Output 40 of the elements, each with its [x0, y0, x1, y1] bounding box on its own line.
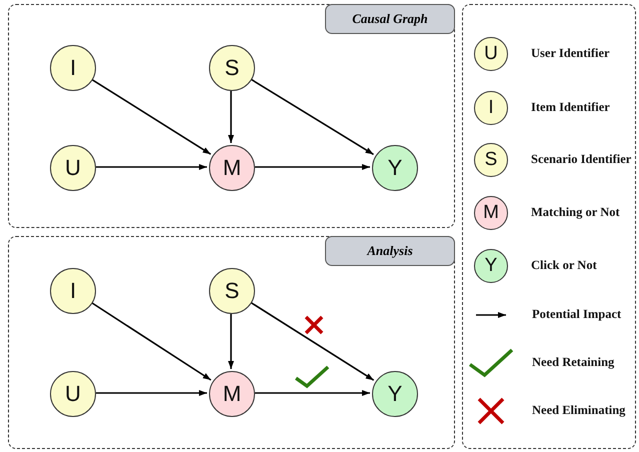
- variable-circle: M: [209, 371, 255, 417]
- variable-circle: Y: [372, 371, 418, 417]
- circle-caption: Matching or Not: [531, 205, 620, 220]
- arrow: [92, 302, 212, 381]
- arrow: [255, 390, 370, 396]
- variable-circle: S: [209, 45, 255, 91]
- panel-title: Causal Graph: [325, 4, 455, 34]
- circle-caption: User Identifier: [531, 46, 610, 61]
- arrow: [250, 302, 374, 381]
- panel-title: Analysis: [325, 236, 455, 266]
- arrow: [228, 314, 234, 369]
- checkmark-icon: [294, 365, 330, 389]
- variable-circle: U: [474, 37, 508, 71]
- arrow: [96, 164, 207, 170]
- circle-caption: Click or Not: [531, 258, 597, 273]
- variable-circle: M: [209, 145, 255, 191]
- variable-circle: Y: [372, 145, 418, 191]
- arrow: [92, 79, 212, 155]
- arrow: [228, 91, 234, 143]
- dashed-panel: [8, 4, 455, 228]
- circle-caption: Scenario Identifier: [531, 152, 632, 167]
- variable-circle: S: [209, 268, 255, 314]
- variable-circle: Y: [474, 249, 508, 283]
- variable-circle: M: [474, 196, 508, 230]
- legend-label: Need Eliminating: [532, 403, 626, 418]
- legend-label: Need Retaining: [532, 355, 614, 370]
- variable-circle: I: [50, 45, 96, 91]
- variable-circle: U: [50, 371, 96, 417]
- cross-icon: [304, 315, 324, 335]
- variable-circle: I: [474, 91, 508, 125]
- arrow: [255, 164, 370, 170]
- variable-circle: I: [50, 268, 96, 314]
- legend-panel: [462, 4, 636, 449]
- arrow: [96, 390, 207, 396]
- dashed-panel: [8, 236, 455, 449]
- variable-circle: S: [474, 143, 508, 177]
- variable-circle: U: [50, 145, 96, 191]
- legend-label: Potential Impact: [532, 307, 622, 322]
- circle-caption: Item Identifier: [531, 100, 610, 115]
- arrow: [251, 78, 374, 156]
